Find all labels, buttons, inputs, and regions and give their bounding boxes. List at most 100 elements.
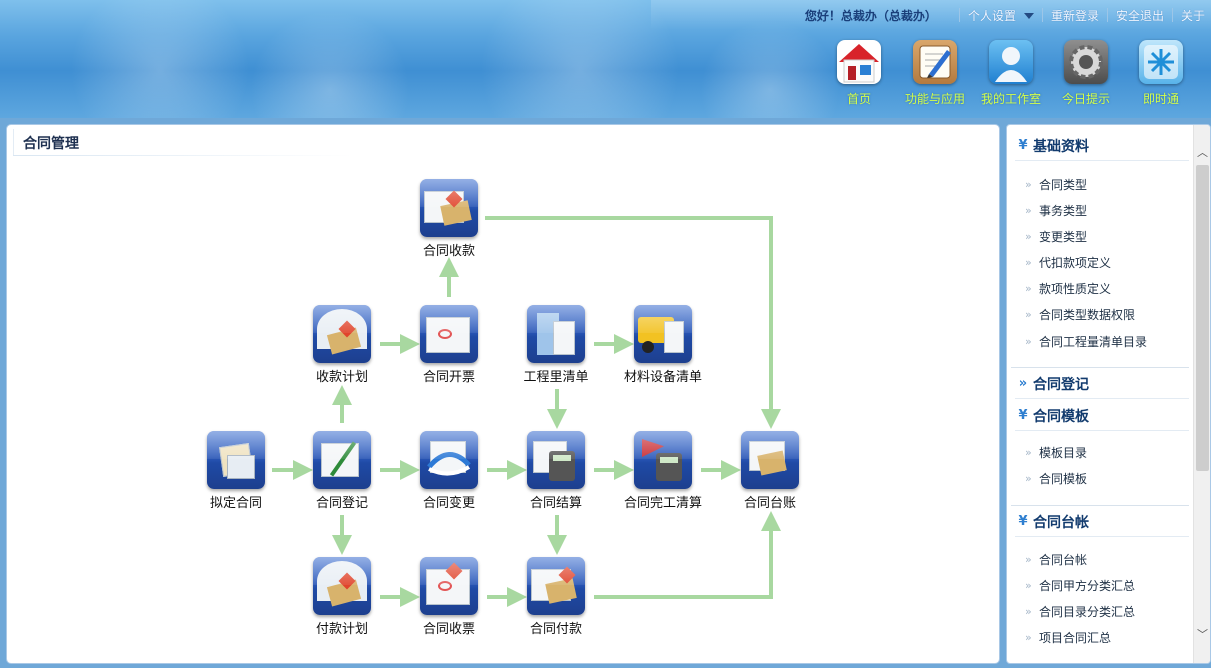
double-arrow-icon: »	[1025, 255, 1032, 269]
item-label: 合同类型	[1039, 177, 1088, 192]
sidebar-item-ledger[interactable]: »合同台帐	[1025, 550, 1087, 568]
scrollbar-thumb[interactable]	[1196, 165, 1209, 471]
sidebar-item-contract-type[interactable]: » 合同类型	[1025, 175, 1087, 193]
sidebar-item-party-a-summary[interactable]: » 合同甲方分类汇总	[1025, 576, 1135, 594]
node-label: 合同收票	[422, 622, 475, 637]
flow-node-invoice-received[interactable]: 合同收票	[404, 557, 494, 637]
sidebar-section-contract-template[interactable]: ¥ 合同模板	[1015, 401, 1189, 431]
flow-node-contract-register[interactable]: 合同登记	[297, 431, 387, 511]
header-bokeh	[480, 0, 680, 118]
nav-my-workroom[interactable]: 我的工作室	[966, 40, 1056, 107]
flow-node-quantities-list[interactable]: 工程里清单	[511, 305, 601, 385]
about-link[interactable]: 关于	[1180, 8, 1205, 23]
nav-label: 我的工作室	[980, 92, 1041, 106]
node-label: 合同变更	[422, 496, 475, 511]
double-arrow-icon: »	[1025, 334, 1032, 348]
nav-functions[interactable]: 功能与应用	[890, 40, 980, 107]
item-label: 合同目录分类汇总	[1039, 604, 1136, 619]
relogin-link[interactable]: 重新登录	[1050, 8, 1099, 23]
personal-settings-link[interactable]: 个人设置	[968, 7, 1034, 24]
building-list-icon	[527, 305, 585, 363]
gear-icon	[1064, 40, 1108, 84]
sidebar-item-payment-nature[interactable]: »款项性质定义	[1025, 279, 1111, 297]
flag-calculator-icon	[634, 431, 692, 489]
divider	[1171, 8, 1173, 22]
section-title: 合同模板	[1033, 408, 1089, 425]
receipt-icon	[420, 179, 478, 237]
document-pen-icon	[313, 431, 371, 489]
app-header: 您好！总裁办（总裁办） 个人设置 重新登录 安全退出 关于 首页 功能与应用 我…	[0, 0, 1211, 118]
sidebar-item-template-catalog[interactable]: »模板目录	[1025, 443, 1087, 461]
sidebar-item-quantities-catalog[interactable]: » 合同工程量清单目录	[1025, 332, 1147, 350]
snowflake-icon	[1139, 40, 1183, 84]
sidebar-scrollbar[interactable]: ︿ ﹀	[1193, 125, 1210, 663]
section-divider	[1011, 505, 1189, 506]
sidebar-item-project-summary[interactable]: »项目合同汇总	[1025, 628, 1111, 646]
scroll-down-icon[interactable]: ﹀	[1197, 628, 1208, 641]
double-arrow-icon: »	[1025, 229, 1032, 243]
nav-label: 功能与应用	[904, 92, 965, 106]
flow-node-contract-ledger[interactable]: 合同台账	[725, 431, 815, 511]
sidebar-item-catalog-summary[interactable]: » 合同目录分类汇总	[1025, 602, 1135, 620]
node-label: 工程里清单	[523, 370, 589, 385]
node-label: 合同付款	[529, 622, 582, 637]
scroll-up-icon[interactable]: ︿	[1197, 146, 1208, 159]
flow-node-contract-payment[interactable]: 合同付款	[511, 557, 601, 637]
gauge-money-icon	[313, 557, 371, 615]
invoice-icon	[420, 557, 478, 615]
sidebar-item-deduction-definition[interactable]: » 代扣款项定义	[1025, 253, 1111, 271]
invoice-icon	[420, 305, 478, 363]
double-arrow-icon: »	[1025, 604, 1032, 618]
logout-link[interactable]: 安全退出	[1115, 8, 1164, 23]
gauge-money-icon	[313, 305, 371, 363]
top-link-bar: 您好！总裁办（总裁办） 个人设置 重新登录 安全退出 关于	[651, 0, 1211, 30]
sidebar-section-contract-ledger[interactable]: ¥ 合同台帐	[1015, 507, 1189, 537]
nav-label: 即时通	[1142, 92, 1179, 106]
sidebar-item-affair-type[interactable]: »事务类型	[1025, 201, 1087, 219]
sidebar-item-contract-template[interactable]: »合同模板	[1025, 469, 1087, 487]
section-title: 合同登记	[1033, 376, 1089, 393]
nav-instant-messaging[interactable]: 即时通	[1138, 40, 1184, 107]
node-label: 合同登记	[315, 496, 368, 511]
node-label: 材料设备清单	[623, 370, 702, 385]
double-arrow-icon: »	[1025, 552, 1032, 566]
double-arrow-icon: »	[1025, 203, 1032, 217]
item-label: 变更类型	[1039, 229, 1088, 244]
flow-node-contract-receipt[interactable]: 合同收款	[404, 179, 494, 259]
flow-node-final-settlement[interactable]: 合同完工清算	[618, 431, 708, 511]
flow-node-contract-invoicing[interactable]: 合同开票	[404, 305, 494, 385]
nav-label: 首页	[846, 92, 871, 106]
flow-node-contract-change[interactable]: 合同变更	[404, 431, 494, 511]
double-arrow-icon: »	[1025, 630, 1032, 644]
title-divider	[13, 129, 14, 155]
flow-arrow	[594, 511, 781, 599]
flow-node-receipt-plan[interactable]: 收款计划	[297, 305, 387, 385]
flow-connectors	[272, 216, 781, 607]
flow-node-draft-contract[interactable]: 拟定合同	[191, 431, 281, 511]
user-icon	[989, 40, 1033, 84]
double-arrow-icon: »	[1025, 177, 1032, 191]
node-label: 合同结算	[529, 496, 582, 511]
double-arrow-icon: »	[1025, 578, 1032, 592]
pencil-icon	[913, 40, 957, 84]
item-label: 款项性质定义	[1039, 281, 1112, 296]
nav-home[interactable]: 首页	[836, 40, 882, 107]
flow-node-payment-plan[interactable]: 付款计划	[297, 557, 387, 637]
sidebar-section-contract-register[interactable]: » 合同登记	[1015, 369, 1189, 399]
item-label: 合同甲方分类汇总	[1039, 578, 1136, 593]
chevron-down-icon	[1023, 13, 1034, 19]
nav-label: 今日提示	[1061, 92, 1110, 106]
sidebar-section-basic-data[interactable]: ¥ 基础资料	[1015, 131, 1189, 161]
item-label: 代扣款项定义	[1039, 255, 1112, 270]
nav-today-tips[interactable]: 今日提示	[1041, 40, 1131, 107]
node-label: 合同收款	[422, 244, 475, 259]
node-label: 收款计划	[315, 370, 368, 385]
flow-node-materials-list[interactable]: 材料设备清单	[618, 305, 708, 385]
flow-node-contract-settlement[interactable]: 合同结算	[511, 431, 601, 511]
item-label: 合同工程量清单目录	[1039, 334, 1148, 349]
ledger-icon	[741, 431, 799, 489]
chevron-expanded-icon: ¥	[1018, 138, 1028, 153]
chevron-right-icon: »	[1018, 376, 1028, 391]
sidebar-item-type-data-permission[interactable]: »合同类型数据权限	[1025, 305, 1135, 323]
sidebar-item-change-type[interactable]: » 变更类型	[1025, 227, 1087, 245]
